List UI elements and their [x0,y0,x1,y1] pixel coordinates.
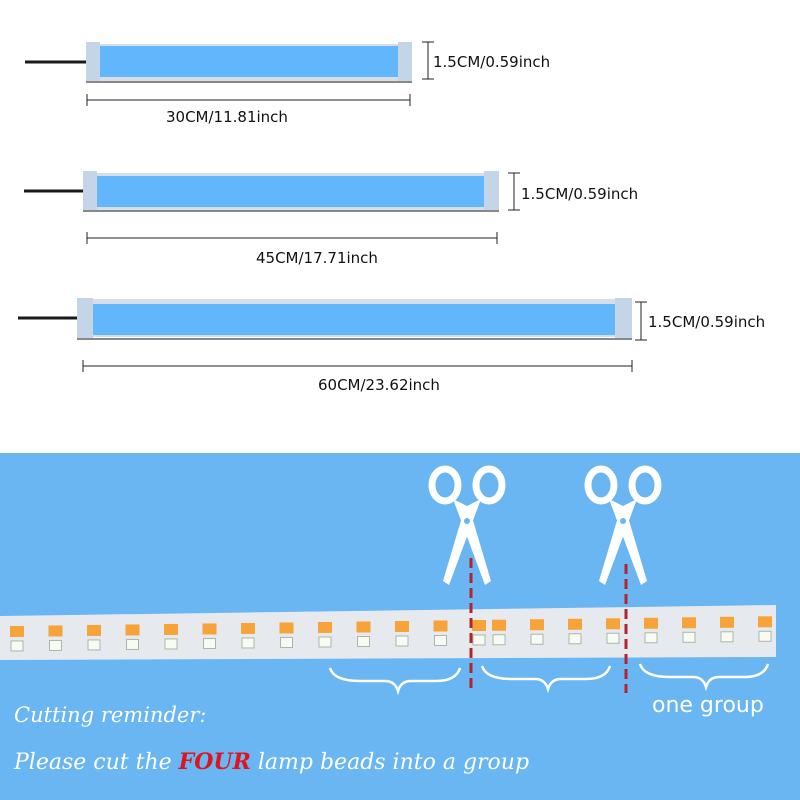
white-bead [682,631,696,643]
amber-bead [606,618,620,630]
strip-3-width-label: 1.5CM/0.59inch [648,313,766,331]
amber-bead [433,620,448,632]
white-bead [126,638,139,650]
strip-1-length-label: 30CM/11.81inch [166,108,288,126]
white-bead [434,634,447,646]
amber-bead [530,619,544,631]
strip-2-length-label: 45CM/17.71inch [256,249,378,267]
white-bead [203,637,216,649]
amber-bead [568,618,582,630]
amber-bead [87,624,101,636]
strip-light [92,304,617,335]
white-bead [758,630,772,642]
strip-60cm [18,298,647,372]
strip-30cm [25,41,434,106]
strip-2-width-label: 1.5CM/0.59inch [521,185,639,203]
amber-bead [720,616,734,628]
led-beads [10,616,772,652]
white-bead [357,635,370,647]
white-bead [10,640,24,652]
amber-bead [164,623,178,635]
amber-bead [10,625,24,637]
white-bead [164,638,178,650]
reminder-prefix: Please cut the [14,750,179,775]
cutting-reminder-text: Please cut the FOUR lamp beads into a gr… [14,749,529,775]
one-group-label: one group [652,693,764,718]
white-bead [395,635,409,647]
strip-45cm [24,171,520,244]
amber-bead [356,621,371,633]
strip-end-cap [77,298,93,338]
amber-bead [202,623,217,635]
white-bead [644,632,658,644]
group-brace [328,667,462,696]
reminder-emphasis: FOUR [178,749,251,775]
reminder-suffix: lamp beads into a group [250,750,530,775]
group-brace [480,665,612,694]
strip-light [96,46,398,77]
strip-3-length-label: 60CM/23.62inch [318,376,440,394]
white-bead [280,636,293,648]
strip-end-cap [398,42,412,81]
amber-bead [472,619,486,631]
white-bead [472,634,486,646]
cutting-section: one group Cutting reminder: Please cut t… [0,453,800,800]
white-bead [606,632,620,644]
white-bead [568,633,582,645]
strip-end-cap [86,42,100,81]
strip-end-cap [615,298,632,338]
amber-bead [395,620,409,632]
scissors-icon [588,469,658,585]
white-bead [318,636,332,648]
white-bead [720,631,734,643]
dimensions-section: 1.5CM/0.59inch 30CM/11.81inch 1.5CM/0.59… [18,41,766,394]
amber-bead [492,619,506,631]
cutting-illustration [0,453,776,696]
white-bead [492,634,506,646]
amber-bead [125,624,140,636]
amber-bead [241,622,255,634]
group-brace [638,663,770,692]
amber-bead [279,622,294,634]
amber-bead [682,617,696,629]
amber-bead [318,621,332,633]
white-bead [49,639,62,651]
cutting-reminder-title: Cutting reminder: [14,703,207,727]
white-bead [241,637,255,649]
strip-light [95,176,486,207]
white-bead [87,639,101,651]
strip-end-cap [484,171,499,210]
scissors-icon [432,469,502,585]
strip-drawings [18,41,647,372]
led-strip [0,605,776,660]
amber-bead [48,625,63,637]
strip-1-width-label: 1.5CM/0.59inch [433,53,551,71]
strip-end-cap [83,171,97,210]
amber-bead [758,616,772,628]
white-bead [530,633,544,645]
amber-bead [644,617,658,629]
